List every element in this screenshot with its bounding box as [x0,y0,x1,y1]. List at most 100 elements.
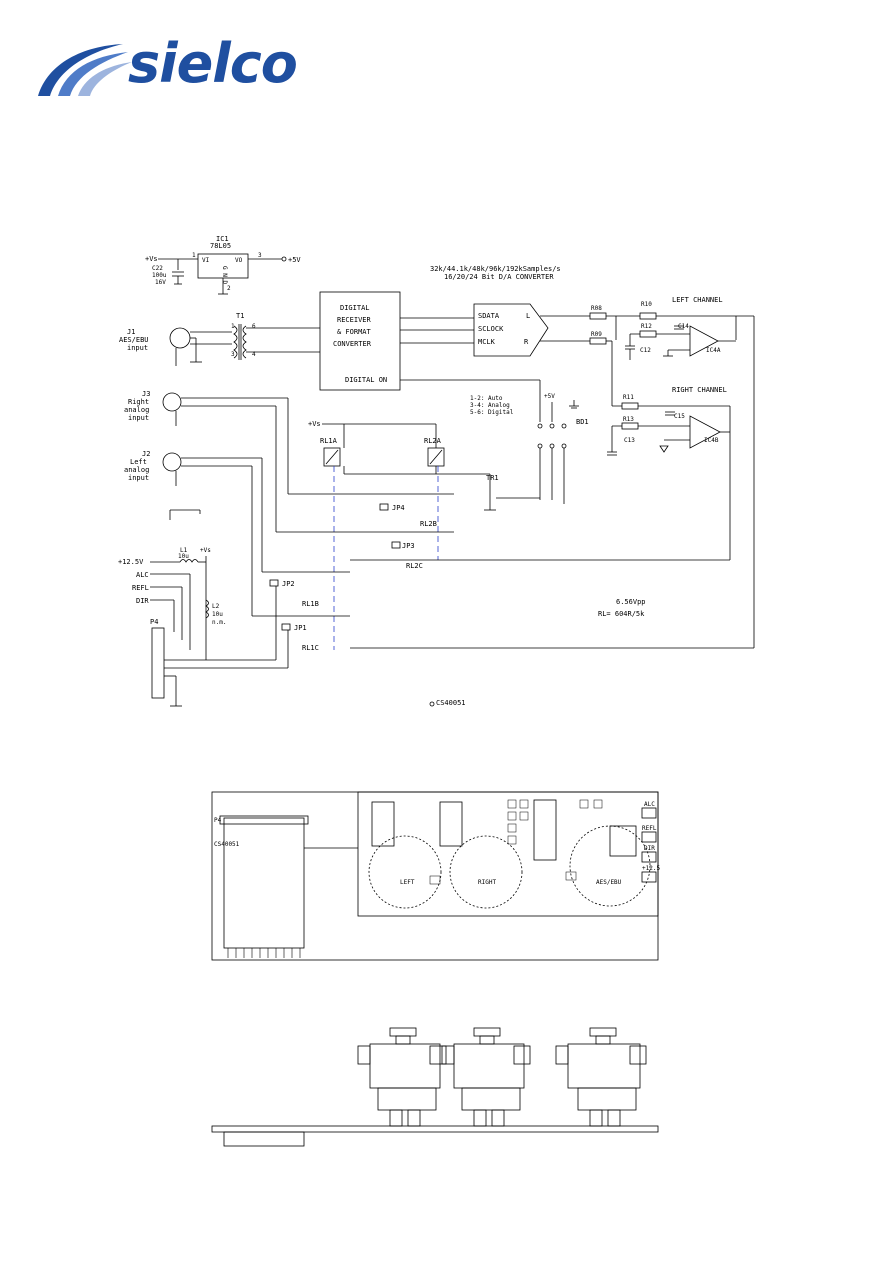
ic1-ref: IC1 [216,235,229,243]
rl2c-ref: RL2C [406,562,423,570]
j1-name: AES/EBU [119,336,149,344]
left-channel-label: LEFT CHANNEL [672,296,723,304]
rl1c-ref: RL1C [302,644,319,652]
receiver-line5: DIGITAL ON [345,376,387,384]
jp4-ref: JP4 [392,504,405,512]
c22-voltage: 16V [155,279,166,286]
ic1-p1: 1 [192,252,196,259]
pcb-p4-label: P4 [214,817,222,824]
l2-value: 10u [212,611,223,618]
j2-desc1: analog [124,466,149,474]
side-jack-2 [441,1027,531,1127]
plus5v-label: +5V [288,256,301,264]
schematic-title-1: 32k/44.1k/48k/96k/192kSamples/s [430,265,561,273]
dac-sdata: SDATA [478,312,500,320]
dac-l: L [526,312,530,320]
j3-ref: J3 [142,390,150,398]
t1-p1: 1 [231,323,235,330]
level-label: 6.56Vpp [616,598,646,606]
vs-l1-label: +Vs [200,547,211,554]
pcb-side-refl: REFL [642,825,657,832]
pcb-side-12v: +12.5 [642,865,660,872]
j3-desc1: analog [124,406,149,414]
r10-ref: R10 [641,301,652,308]
t1-ref: T1 [236,312,244,320]
jumper-note-3: 5-6: Digital [470,409,514,416]
l1-value: 10u [178,553,189,560]
jp1-ref: JP1 [294,624,307,632]
c14-ref: C14 [678,323,689,330]
receiver-line1: DIGITAL [340,304,370,312]
l2-note: n.m. [212,619,226,626]
c12-ref: C12 [640,347,651,354]
load-label: RL= 604R/5k [598,610,645,618]
ic1-vi: VI [202,257,210,264]
sielco-logo: sielco [28,32,298,100]
rl1b-ref: RL1B [302,600,319,608]
r11-ref: R11 [623,394,634,401]
pcb-jack-right: RIGHT [478,879,496,886]
dir-label: DIR [136,597,149,605]
rl2b-ref: RL2B [420,520,437,528]
receiver-line3: & FORMAT [337,328,372,336]
side-jack-1 [357,1027,447,1127]
right-channel-label: RIGHT CHANNEL [672,386,727,394]
jumper-note-1: 1-2: Auto [470,395,503,402]
refl-label: REFL [132,584,149,592]
pcb-side-alc: ALC [644,801,655,808]
ic4a-ref: IC4A [706,347,721,354]
r09-ref: R09 [591,331,602,338]
logo-text: sielco [128,32,298,95]
pcb-side-dir: DIR [644,845,655,852]
c13-ref: C13 [624,437,635,444]
doc-code: CS40051 [436,699,466,707]
r13-ref: R13 [623,416,634,423]
tr1-ref: TR1 [486,474,499,482]
vs-label: +Vs [145,255,158,263]
j3-desc2: input [128,414,149,422]
j1-ref: J1 [127,328,135,336]
ic1-vo: VO [235,257,243,264]
ic1-gnd: G N D [221,266,228,284]
dac-sclock: SCLOCK [478,325,504,333]
ic1-p2: 2 [227,285,231,292]
r08-ref: R08 [591,305,602,312]
rl1a-ref: RL1A [320,437,338,445]
receiver-line4: CONVERTER [333,340,372,348]
jumper-note-2: 3-4: Analog [470,402,510,409]
j2-name: Left [130,458,147,466]
vs-relay-label: +Vs [308,420,321,428]
j2-ref: J2 [142,450,150,458]
jp3-ref: JP3 [402,542,415,550]
dac-r: R [524,338,529,346]
dac-mclk: MCLK [478,338,496,346]
ic1-part: 78L05 [210,242,231,250]
l1-ref: L1 [180,547,188,554]
c22-value: 100u [152,272,167,279]
j1-desc: input [127,344,148,352]
p4-ref: P4 [150,618,158,626]
receiver-line2: RECEIVER [337,316,372,324]
jp2-ref: JP2 [282,580,295,588]
bd1-ref: BD1 [576,418,589,426]
side-jack-3 [555,1027,647,1127]
supply-12v: +12.5V [118,558,144,566]
alc-label: ALC [136,571,149,579]
logo-swoosh-icon [38,44,132,96]
ic4b-ref: IC4B [704,437,719,444]
j2-desc2: input [128,474,149,482]
pcb-board-code: CS40051 [214,841,240,848]
t1-p3: 3 [231,351,235,358]
schematic-title-2: 16/20/24 Bit D/A CONVERTER [444,273,554,281]
l2-ref: L2 [212,603,220,610]
rl2a-ref: RL2A [424,437,442,445]
c15-ref: C15 [674,413,685,420]
c22-ref: C22 [152,265,163,272]
pcb-jack-left: LEFT [400,879,415,886]
j3-name: Right [128,398,149,406]
t1-p4: 4 [252,351,256,358]
r12-ref: R12 [641,323,652,330]
ic1-p3: 3 [258,252,262,259]
